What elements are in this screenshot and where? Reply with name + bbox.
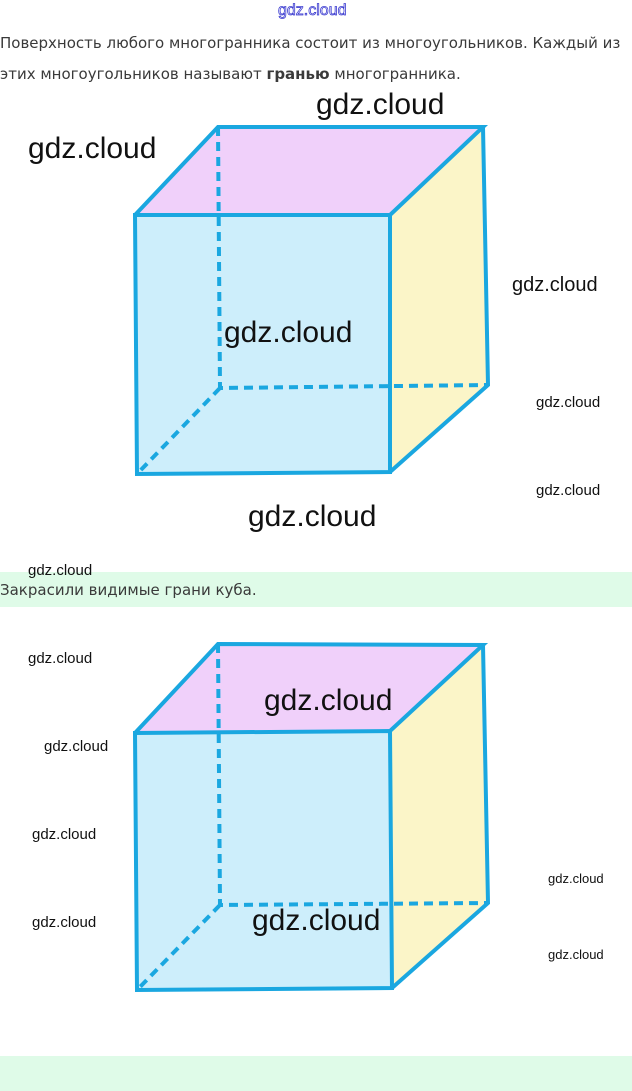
watermark: gdz.cloud	[28, 562, 93, 579]
watermark: gdz.cloud	[28, 132, 157, 165]
term-bold: гранью	[266, 65, 330, 83]
paragraph-line-2: этих многоугольников называют гранью мно…	[0, 64, 461, 84]
watermark: gdz.cloud	[548, 871, 604, 886]
watermark: gdz.cloud	[224, 316, 353, 349]
watermark: gdz.cloud	[252, 904, 381, 937]
paragraph-line-1: Поверхность любого многогранника состоит…	[0, 34, 621, 52]
watermark: gdz.cloud	[28, 650, 93, 667]
cube-top-face	[135, 644, 483, 733]
watermark: gdz.cloud	[44, 738, 109, 755]
watermark: gdz.cloud	[536, 394, 601, 411]
caption: Закрасили видимые грани куба.	[0, 581, 257, 599]
watermark: gdz.cloud	[248, 500, 377, 533]
watermark: gdz.cloud	[548, 947, 604, 962]
watermark: gdz.cloud	[512, 274, 598, 296]
caption-band	[0, 572, 632, 607]
text: этих многоугольников называют	[0, 65, 267, 83]
cube-figure-1	[132, 125, 491, 477]
text: многогранника.	[329, 65, 461, 83]
watermark: gdz.cloud	[32, 914, 97, 931]
cube-figure-2	[132, 641, 491, 993]
cube-top-face	[135, 127, 483, 215]
watermark: gdz.cloud	[316, 88, 445, 121]
watermark: gdz.cloud	[264, 684, 393, 717]
site-watermark: gdz.cloud	[278, 2, 347, 20]
watermark: gdz.cloud	[32, 826, 97, 843]
bottom-band	[0, 1056, 632, 1091]
cube-front-face	[135, 731, 392, 990]
watermark: gdz.cloud	[536, 482, 601, 499]
